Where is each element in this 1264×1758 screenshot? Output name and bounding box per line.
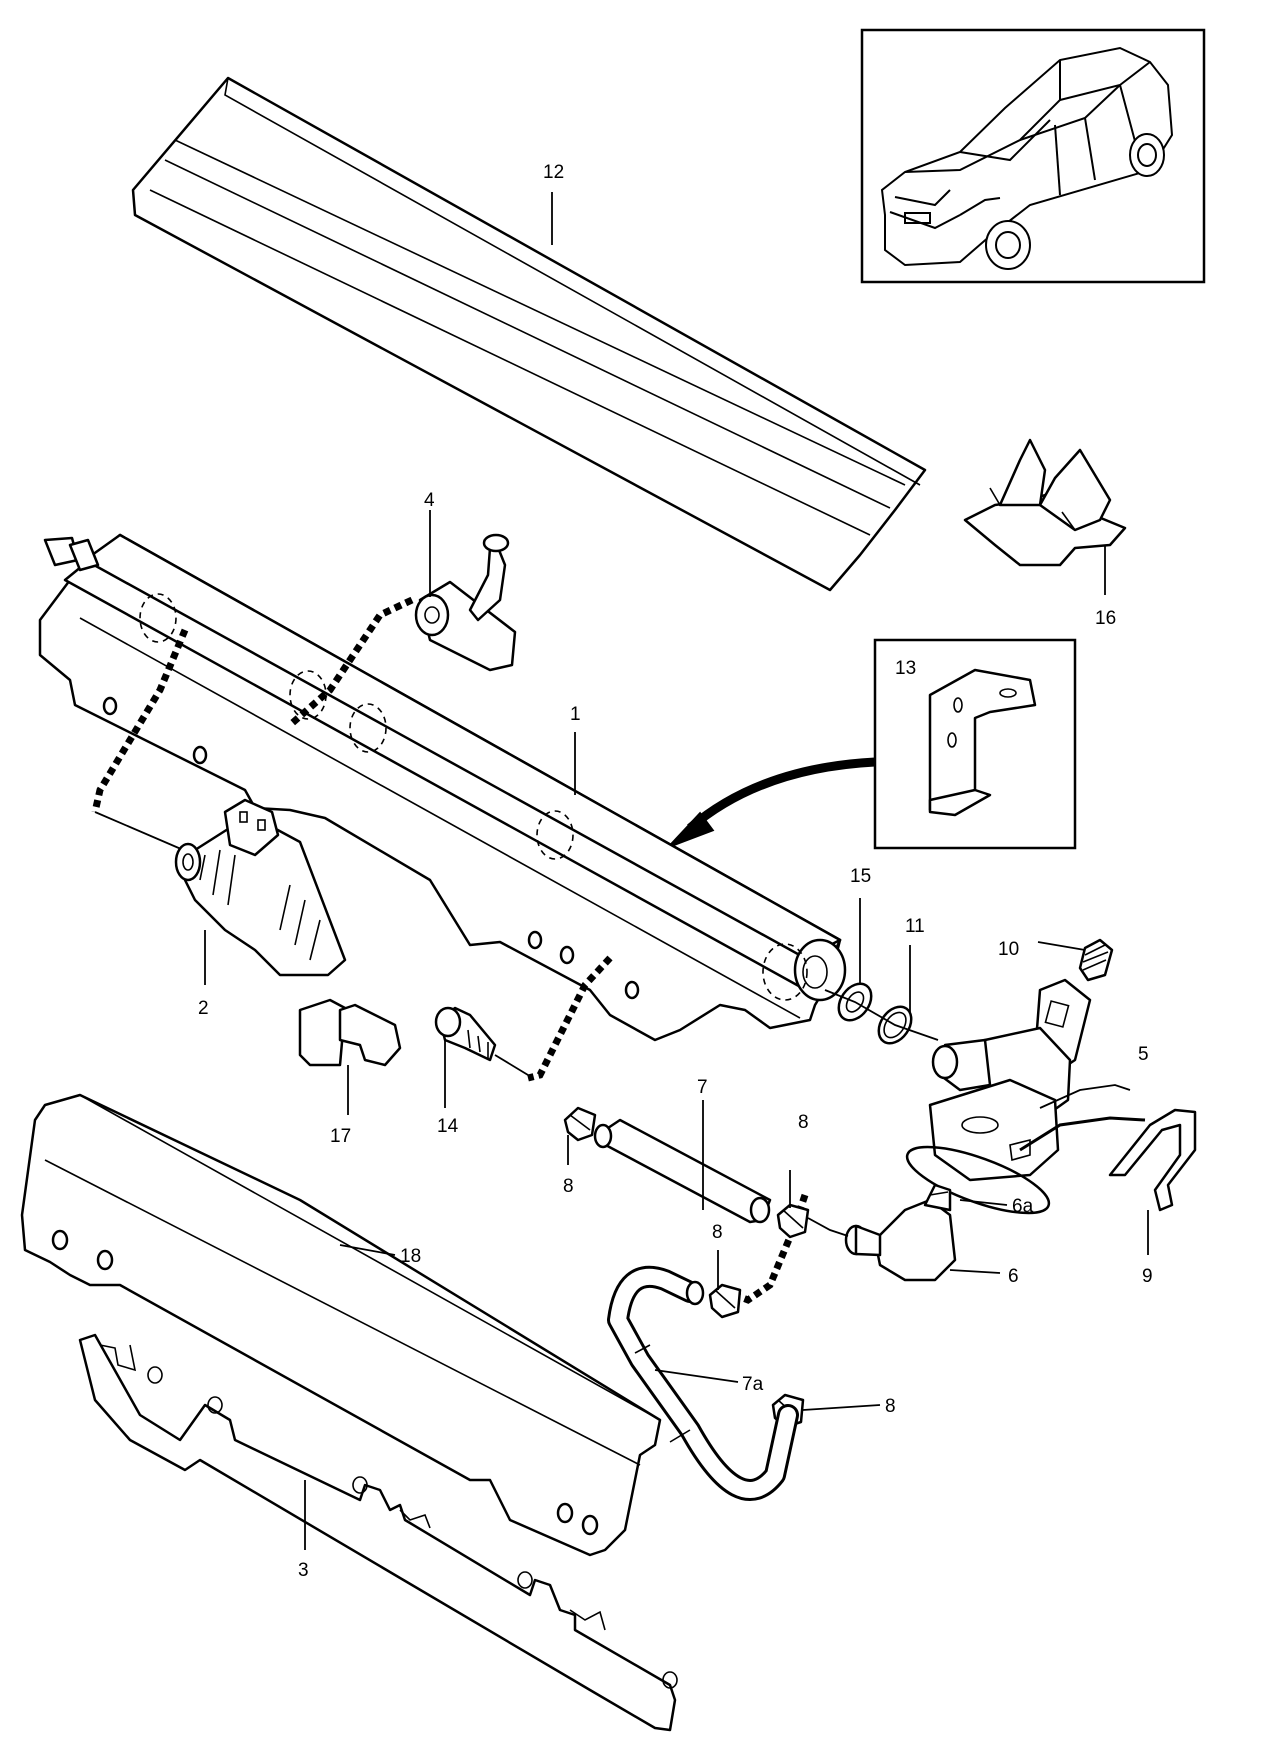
dashed-hoses xyxy=(91,596,809,1304)
callout-11: 11 xyxy=(905,916,925,937)
callout-12: 12 xyxy=(543,162,564,183)
clip-13-illustration xyxy=(928,668,1037,817)
callout-labels: 12 4 16 13 1 15 11 10 2 5 7 17 14 8 8 8 … xyxy=(198,162,1153,1581)
injector-leader xyxy=(94,811,189,853)
fuel-line-7 xyxy=(593,1118,772,1224)
injector-2 xyxy=(174,798,347,977)
callout-14: 14 xyxy=(437,1116,459,1137)
callout-3: 3 xyxy=(298,1560,309,1581)
arrow-13 xyxy=(668,757,876,848)
cover-12 xyxy=(131,76,927,592)
callout-16: 16 xyxy=(1095,608,1116,629)
wire-regulator xyxy=(1019,1116,1146,1152)
clip-9 xyxy=(1108,1108,1197,1212)
line-to-regulator xyxy=(807,1217,849,1237)
callout-17: 17 xyxy=(330,1126,351,1147)
callout-8-c: 8 xyxy=(712,1222,723,1243)
clip-17 xyxy=(298,998,402,1067)
clamp-8-a xyxy=(563,1106,597,1142)
callout-7a: 7a xyxy=(742,1374,764,1395)
callout-5: 5 xyxy=(1138,1044,1149,1065)
callout-8-b: 8 xyxy=(798,1112,809,1133)
callout-1: 1 xyxy=(570,704,581,725)
leader-lines xyxy=(204,192,1149,1550)
sedan-illustration xyxy=(880,46,1174,270)
callout-6: 6 xyxy=(1008,1266,1019,1287)
pressure-regulator-6 xyxy=(844,1183,957,1282)
vehicle-inset xyxy=(860,28,1206,284)
callout-8: 8 xyxy=(563,1176,574,1197)
inset-13 xyxy=(873,638,1077,850)
clamp-8-c xyxy=(708,1283,742,1319)
callout-4: 4 xyxy=(424,490,435,511)
callout-10: 10 xyxy=(998,939,1019,960)
bracket-16 xyxy=(963,438,1127,567)
cap-10 xyxy=(1078,938,1114,982)
callout-8-d: 8 xyxy=(885,1396,896,1417)
fuel-rail-1 xyxy=(38,533,847,1042)
hose-7a xyxy=(607,1265,799,1501)
connector-4 xyxy=(414,533,517,672)
callout-18: 18 xyxy=(400,1246,421,1267)
callout-13: 13 xyxy=(895,658,916,679)
bolt-14 xyxy=(434,1006,529,1076)
callout-15: 15 xyxy=(850,866,871,887)
bracket-strip-3 xyxy=(78,1333,678,1732)
callout-7: 7 xyxy=(697,1077,708,1098)
regulator-housing-5 xyxy=(928,978,1131,1182)
clamp-8-b xyxy=(776,1203,810,1239)
callout-6a: 6a xyxy=(1012,1196,1034,1217)
seal-leader xyxy=(824,989,939,1041)
shield-18 xyxy=(20,1093,662,1557)
callout-9: 9 xyxy=(1142,1266,1153,1287)
callout-2: 2 xyxy=(198,998,209,1019)
